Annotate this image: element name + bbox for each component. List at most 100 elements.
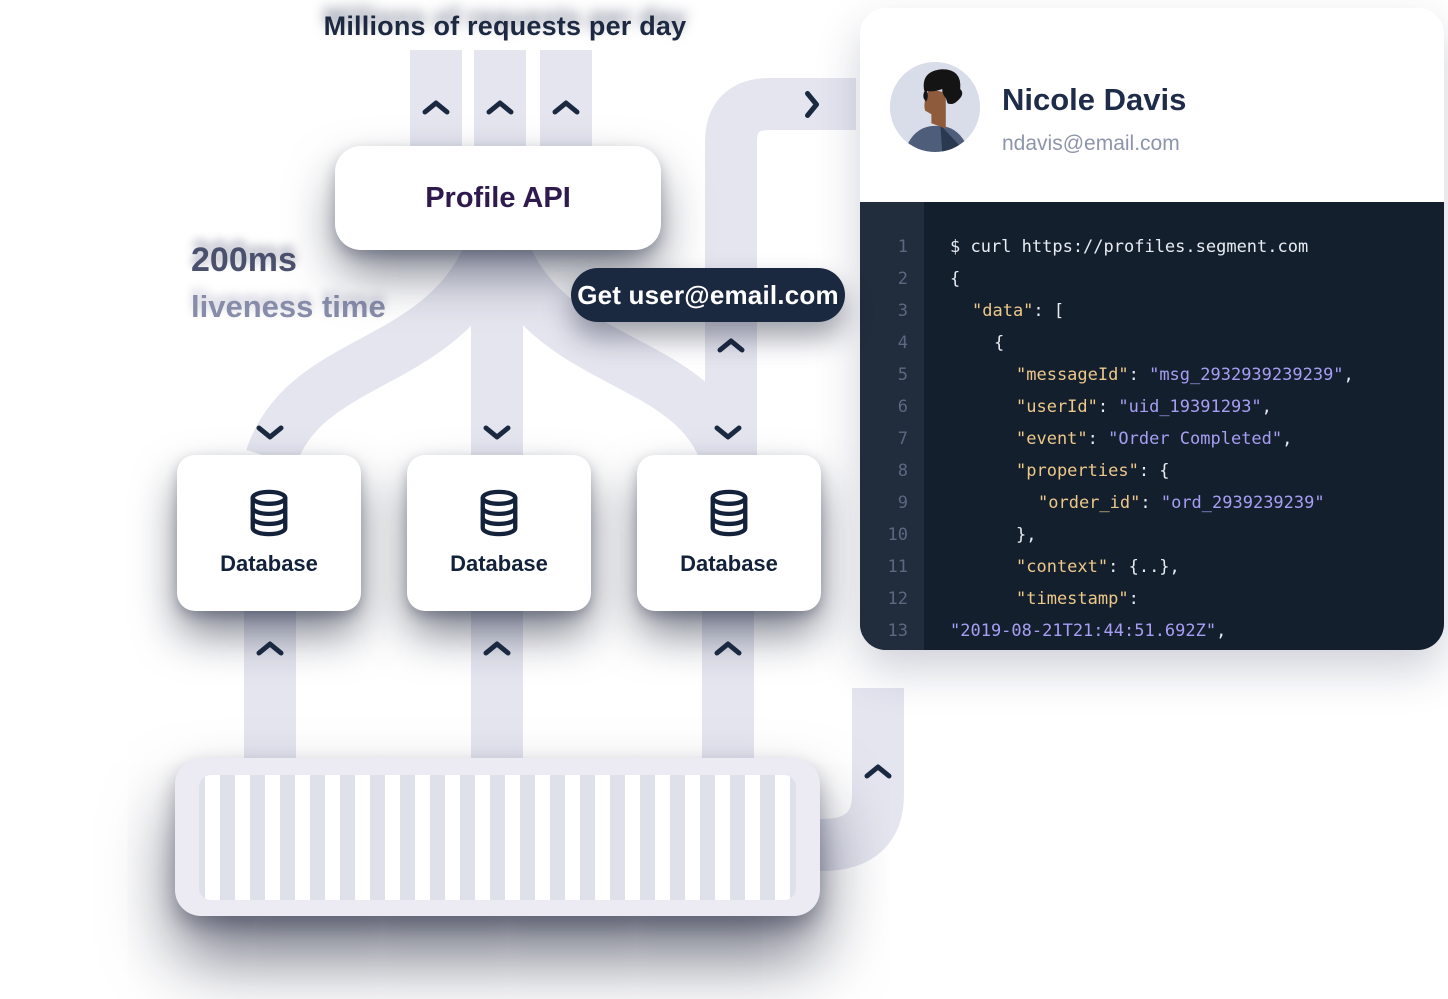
- code-text: "order_id": "ord_2939239239": [1038, 493, 1325, 513]
- database-label: Database: [220, 551, 318, 576]
- queue-stripe: [535, 775, 550, 900]
- queue-stripe: [655, 775, 670, 900]
- line-number-gutter: [860, 202, 924, 650]
- code-text: $ curl https://profiles.segment.com: [950, 237, 1309, 257]
- code-line: 11 "context": {..},: [860, 551, 1444, 583]
- database-icon: [250, 489, 288, 537]
- code-text: {: [994, 333, 1005, 353]
- queue-stripe: [235, 775, 250, 900]
- request-pill: Get user@email.com: [571, 268, 845, 322]
- code-line: 1 $ curl https://profiles.segment.com: [860, 231, 1444, 263]
- line-number: 11: [887, 557, 908, 577]
- code-line: 2{: [860, 263, 1444, 295]
- queue-stripe: [265, 775, 280, 900]
- code-text: {: [950, 269, 961, 289]
- arrow-up-icon: [716, 337, 746, 354]
- queue-stripe: [325, 775, 340, 900]
- queue-stripe: [505, 775, 520, 900]
- database-label: Database: [450, 551, 548, 576]
- code-line: 4{: [860, 327, 1444, 359]
- code-text: "timestamp":: [1016, 589, 1139, 609]
- queue-stripe: [295, 775, 310, 900]
- arrow-up-icon: [485, 99, 515, 116]
- queue-stripe: [715, 775, 730, 900]
- line-number: 6: [897, 397, 908, 417]
- arrow-right-icon: [804, 90, 821, 120]
- queue-stripe: [775, 775, 790, 900]
- code-text: "userId": "uid_19391293",: [1016, 397, 1272, 417]
- arrow-up-icon: [421, 99, 451, 116]
- connector-top-1: [410, 50, 462, 150]
- diagram-title: Millions of requests per day: [323, 11, 687, 41]
- queue-stripe: [205, 775, 220, 900]
- connector-top-2: [474, 50, 526, 150]
- code-line: 7 "event": "Order Completed",: [860, 423, 1444, 455]
- profile-api-label: Profile API: [425, 181, 571, 214]
- connector-db3-card: [705, 78, 856, 462]
- queue-stripe: [595, 775, 610, 900]
- line-number: 3: [897, 301, 908, 321]
- queue-stripe: [565, 775, 580, 900]
- code-text: "2019-08-21T21:44:51.692Z",: [950, 621, 1227, 641]
- code-text: "context": {..},: [1016, 557, 1180, 577]
- line-number: 5: [897, 365, 908, 385]
- queue-stripe: [685, 775, 700, 900]
- queue-stripe: [475, 775, 490, 900]
- line-number: 8: [897, 461, 908, 481]
- database-icon: [480, 489, 518, 537]
- queue-stripe: [445, 775, 460, 900]
- queue-stripe: [355, 775, 370, 900]
- line-number: 1: [897, 237, 908, 257]
- queue-stripe: [415, 775, 430, 900]
- connector-queue-card: [796, 688, 904, 871]
- code-line: 9"order_id": "ord_2939239239": [860, 487, 1444, 519]
- arrow-up-icon: [551, 99, 581, 116]
- profile-api-box: Profile API: [335, 146, 661, 250]
- latency-stat: 200ms liveness time: [191, 241, 386, 325]
- line-number: 4: [897, 333, 908, 353]
- arrow-down-icon: [482, 424, 512, 441]
- queue-stripe: [625, 775, 640, 900]
- code-text: },: [1016, 525, 1037, 545]
- code-line: 6 "userId": "uid_19391293",: [860, 391, 1444, 423]
- code-text: "event": "Order Completed",: [1016, 429, 1293, 449]
- code-line: 3"data": [: [860, 295, 1444, 327]
- connector-db3-queue: [702, 600, 754, 770]
- code-text: "messageId": "msg_2932939239239",: [1016, 365, 1354, 385]
- arrow-up-icon: [255, 640, 285, 657]
- code-line: 13 "2019-08-21T21:44:51.692Z",: [860, 615, 1444, 647]
- arrow-up-icon: [713, 640, 743, 657]
- latency-stat-value: 200ms: [191, 241, 297, 279]
- connector-db2-queue: [471, 600, 523, 770]
- code-line: 8"properties": {: [860, 455, 1444, 487]
- database-label: Database: [680, 551, 778, 576]
- line-number: 13: [887, 621, 908, 641]
- queue-stripe: [385, 775, 400, 900]
- latency-stat-label: liveness time: [191, 289, 386, 324]
- code-line: 5 "messageId": "msg_2932939239239",: [860, 359, 1444, 391]
- request-pill-label: Get user@email.com: [577, 279, 839, 310]
- connector-top-3: [540, 50, 592, 150]
- code-line: 10},: [860, 519, 1444, 551]
- person-illustration: [890, 62, 980, 152]
- arrow-up-icon: [482, 640, 512, 657]
- line-number: 2: [897, 269, 908, 289]
- code-line: 12"timestamp":: [860, 583, 1444, 615]
- profile-name: Nicole Davis: [1002, 82, 1187, 117]
- profile-email: ndavis@email.com: [1002, 132, 1180, 155]
- connector-db1-queue: [244, 600, 296, 770]
- database-box: Database: [637, 455, 821, 611]
- connector-api-db1: [246, 240, 514, 468]
- avatar: [890, 62, 980, 152]
- line-number: 7: [897, 429, 908, 449]
- queue-stripe: [745, 775, 760, 900]
- database-icon: [710, 489, 748, 537]
- line-number: 10: [887, 525, 908, 545]
- profile-card: Nicole Davis ndavis@email.com 1 $ curl ht…: [860, 8, 1444, 650]
- database-box: Database: [177, 455, 361, 611]
- queue-stripes: [199, 775, 796, 900]
